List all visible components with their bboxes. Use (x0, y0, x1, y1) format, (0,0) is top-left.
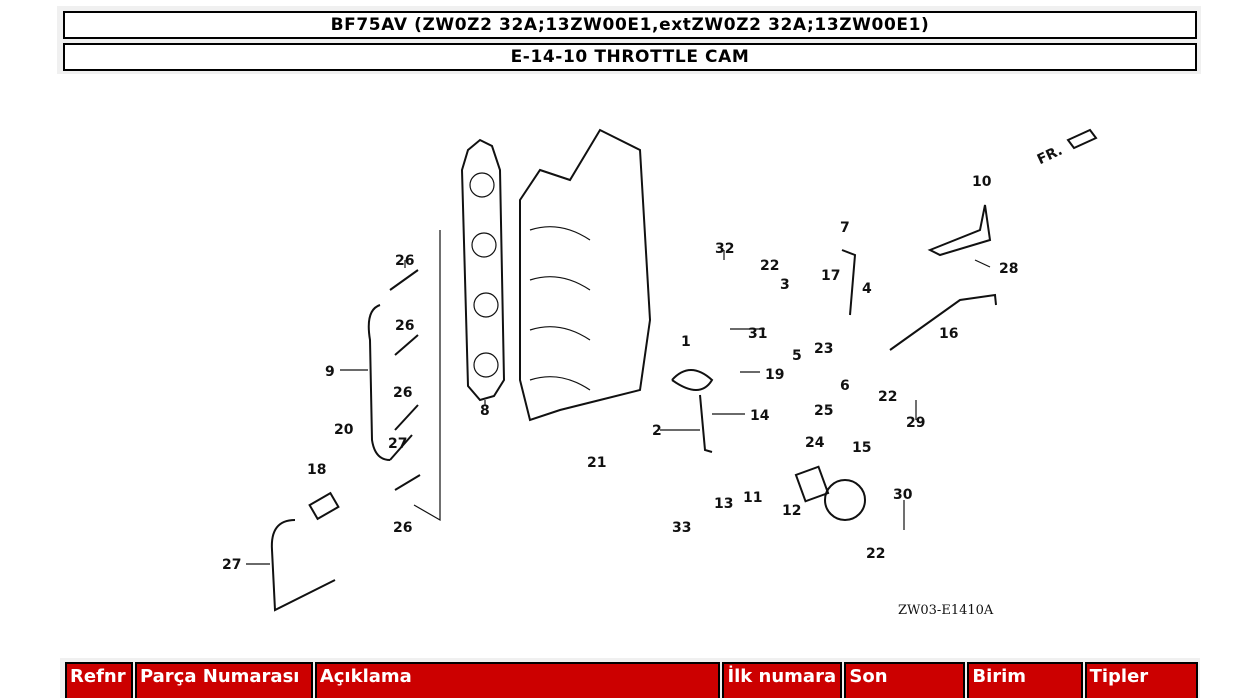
callout-8: 8 (480, 403, 490, 419)
bracket-10 (927, 204, 992, 257)
callout-21: 21 (587, 455, 606, 471)
callout-1: 1 (681, 334, 691, 350)
col-description[interactable]: Açıklama (314, 662, 721, 698)
callout-labels: 1 2 3 4 5 6 7 8 9 10 11 12 13 14 15 16 1… (222, 174, 1018, 573)
parts-table: Refnr Parça Numarası Açıklama İlk numara… (63, 662, 1200, 698)
callout-33: 33 (672, 520, 691, 536)
section-title: E-14-10 THROTTLE CAM (63, 43, 1197, 71)
col-refnr[interactable]: Refnr (65, 662, 133, 698)
col-types[interactable]: Tipler (1084, 662, 1198, 698)
callout-11: 11 (743, 490, 762, 506)
callout-17: 17 (821, 268, 840, 284)
callout-19: 19 (765, 367, 784, 383)
callout-10: 10 (972, 174, 992, 190)
callout-28: 28 (999, 261, 1018, 277)
rod-16 (889, 293, 997, 351)
callout-6: 6 (840, 378, 850, 394)
rod-7 (841, 249, 857, 316)
filter-18 (308, 491, 340, 521)
hose-9 (367, 304, 391, 461)
table-header-row: Refnr Parça Numarası Açıklama İlk numara… (65, 662, 1198, 698)
callout-27b: 27 (222, 557, 241, 573)
parts-diagram: 1 2 3 4 5 6 7 8 9 10 11 12 13 14 15 16 1… (222, 128, 1098, 618)
callout-22a: 22 (760, 258, 779, 274)
callout-22c: 22 (866, 546, 885, 562)
callout-5: 5 (792, 348, 802, 364)
callout-23: 23 (814, 341, 833, 357)
diaphragm-2 (671, 369, 714, 453)
hose-27 (270, 519, 336, 612)
callout-2: 2 (652, 423, 662, 439)
callout-31: 31 (748, 326, 767, 342)
callout-26d: 26 (393, 520, 412, 536)
callout-26a: 26 (395, 253, 414, 269)
callout-27a: 27 (388, 436, 407, 452)
throttle-cam-15 (824, 479, 866, 521)
callout-25: 25 (814, 403, 833, 419)
callout-30: 30 (893, 487, 913, 503)
callout-22b: 22 (878, 389, 897, 405)
col-unit[interactable]: Birim (967, 662, 1083, 698)
col-last[interactable]: Son (844, 662, 966, 698)
callout-12: 12 (782, 503, 801, 519)
intake-manifold (519, 128, 652, 422)
callout-14: 14 (750, 408, 770, 424)
callout-9: 9 (325, 364, 335, 380)
front-arrow (1066, 128, 1098, 150)
callout-20: 20 (334, 422, 354, 438)
callout-16: 16 (939, 326, 958, 342)
collar-24 (794, 465, 830, 503)
callout-18: 18 (307, 462, 326, 478)
callout-13: 13 (714, 496, 733, 512)
col-part-number[interactable]: Parça Numarası (134, 662, 313, 698)
gasket-8 (460, 138, 506, 402)
callout-15: 15 (852, 440, 871, 456)
diagram-code: ZW03-E1410A (898, 603, 994, 618)
col-first-number[interactable]: İlk numara (722, 662, 843, 698)
front-label: FR. (1035, 143, 1065, 168)
callout-32: 32 (715, 241, 734, 257)
model-title: BF75AV (ZW0Z2 32A;13ZW00E1,extZW0Z2 32A;… (63, 11, 1197, 39)
callout-29: 29 (906, 415, 925, 431)
callout-26c: 26 (393, 385, 412, 401)
callout-4: 4 (862, 281, 872, 297)
parts-table-wrap: Refnr Parça Numarası Açıklama İlk numara… (60, 658, 1200, 698)
callout-26b: 26 (395, 318, 414, 334)
callout-7: 7 (840, 220, 850, 236)
callout-24: 24 (805, 435, 825, 451)
callout-3: 3 (780, 277, 790, 293)
